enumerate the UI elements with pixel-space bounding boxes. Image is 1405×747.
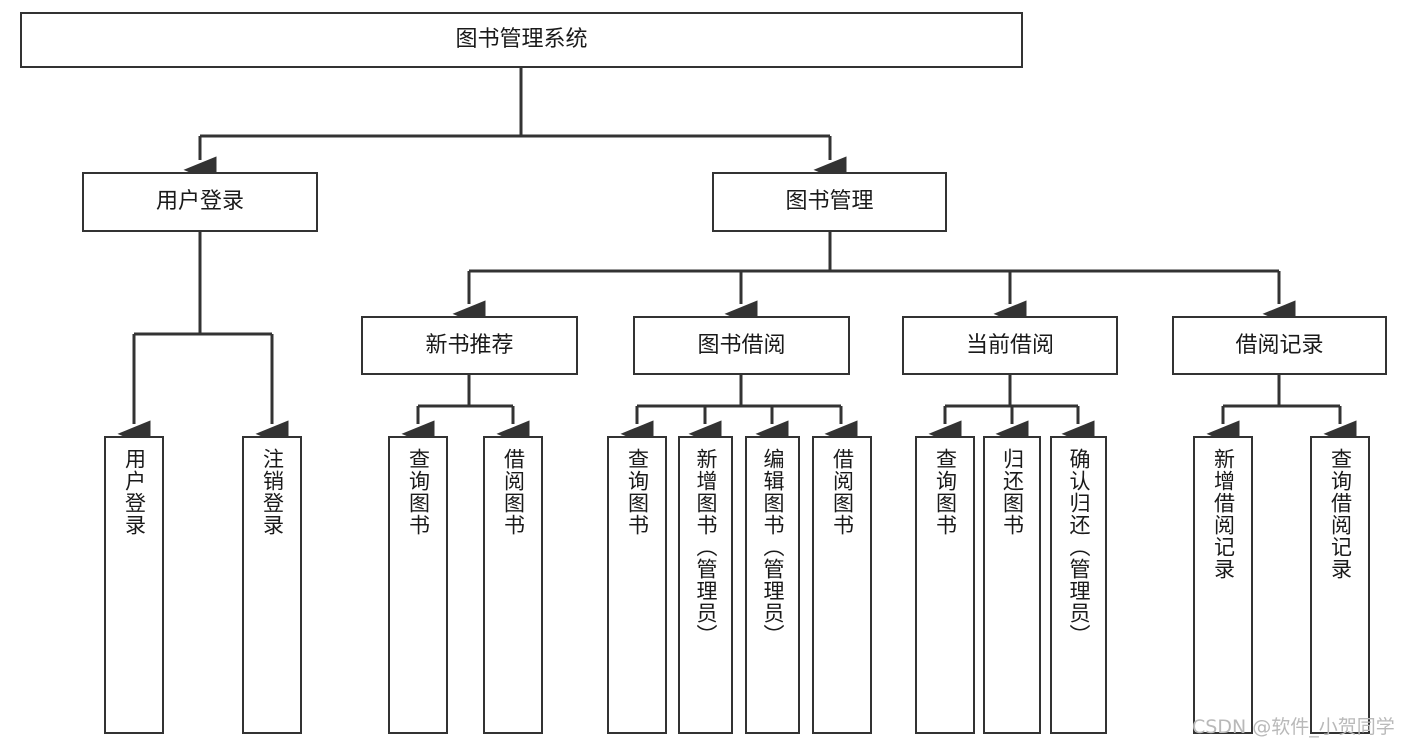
leaf-borrowrecord-add-label: 新增借阅记录 (1211, 448, 1236, 580)
node-current-borrow-label: 当前借阅 (965, 332, 1054, 358)
leaf-currentborrow-confirm[interactable]: 确认归还（管理员） (1050, 436, 1107, 734)
leaf-currentborrow-return[interactable]: 归还图书 (983, 436, 1041, 734)
leaf-newbook-query[interactable]: 查询图书 (388, 436, 448, 734)
leaf-user-login[interactable]: 用户登录 (104, 436, 164, 734)
node-new-book-recommend[interactable]: 新书推荐 (361, 316, 578, 375)
node-user-login-label: 用户登录 (155, 189, 244, 215)
node-user-login[interactable]: 用户登录 (82, 172, 318, 232)
leaf-currentborrow-query[interactable]: 查询图书 (915, 436, 975, 734)
leaf-borrowrecord-query[interactable]: 查询借阅记录 (1310, 436, 1370, 734)
leaf-bookborrow-borrow[interactable]: 借阅图书 (812, 436, 872, 734)
leaf-currentborrow-confirm-label: 确认归还（管理员） (1067, 448, 1092, 646)
leaf-borrowrecord-query-label: 查询借阅记录 (1328, 448, 1353, 580)
leaf-newbook-borrow[interactable]: 借阅图书 (483, 436, 543, 734)
leaf-bookborrow-add[interactable]: 新增图书（管理员） (678, 436, 733, 734)
leaf-user-login-label: 用户登录 (122, 448, 147, 536)
leaf-borrowrecord-add[interactable]: 新增借阅记录 (1193, 436, 1253, 734)
node-root-label: 图书管理系统 (455, 27, 588, 53)
leaf-newbook-borrow-label: 借阅图书 (501, 448, 526, 536)
node-book-manage[interactable]: 图书管理 (712, 172, 947, 232)
node-root[interactable]: 图书管理系统 (20, 12, 1023, 68)
leaf-user-logout[interactable]: 注销登录 (242, 436, 302, 734)
leaf-currentborrow-return-label: 归还图书 (1000, 448, 1025, 536)
leaf-user-logout-label: 注销登录 (260, 448, 285, 536)
leaf-bookborrow-edit-label: 编辑图书（管理员） (761, 448, 786, 646)
leaf-newbook-query-label: 查询图书 (406, 448, 431, 536)
csdn-watermark: CSDN @软件_小贺同学 (1192, 716, 1395, 738)
leaf-bookborrow-add-label: 新增图书（管理员） (694, 448, 719, 646)
node-new-book-recommend-label: 新书推荐 (425, 332, 514, 358)
node-book-borrow-label: 图书借阅 (697, 332, 786, 358)
node-current-borrow[interactable]: 当前借阅 (902, 316, 1118, 375)
node-borrow-record-label: 借阅记录 (1235, 332, 1324, 358)
node-book-borrow[interactable]: 图书借阅 (633, 316, 850, 375)
leaf-bookborrow-query[interactable]: 查询图书 (607, 436, 667, 734)
leaf-currentborrow-query-label: 查询图书 (933, 448, 958, 536)
node-book-manage-label: 图书管理 (785, 189, 874, 215)
leaf-bookborrow-edit[interactable]: 编辑图书（管理员） (745, 436, 800, 734)
leaf-bookborrow-borrow-label: 借阅图书 (830, 448, 855, 536)
leaf-bookborrow-query-label: 查询图书 (625, 448, 650, 536)
node-borrow-record[interactable]: 借阅记录 (1172, 316, 1387, 375)
